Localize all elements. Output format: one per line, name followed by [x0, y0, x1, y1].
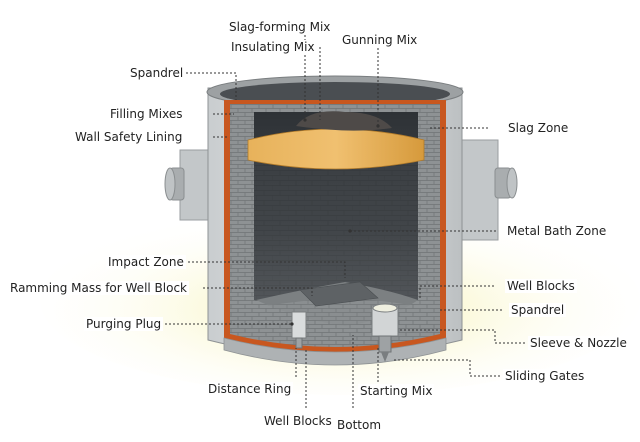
label-gunning-mix: Gunning Mix	[340, 33, 420, 47]
nozzle-icon	[371, 303, 399, 362]
label-spandrel-top: Spandrel	[128, 66, 186, 80]
label-starting-mix: Starting Mix	[358, 384, 435, 398]
label-distance-ring: Distance Ring	[206, 382, 294, 396]
trunnion-icon	[457, 139, 518, 241]
label-filling-mixes: Filling Mixes	[108, 107, 185, 121]
label-well-blocks-bottom: Well Blocks	[262, 414, 334, 428]
trunnion-icon	[164, 149, 213, 221]
label-well-blocks-right: Well Blocks	[505, 279, 577, 293]
metal-bath-bricks	[254, 160, 418, 309]
label-wall-safety-lining: Wall Safety Lining	[73, 130, 185, 144]
label-purging-plug: Purging Plug	[84, 317, 164, 331]
label-sliding-gates: Sliding Gates	[503, 369, 587, 383]
label-bottom: Bottom	[335, 418, 384, 432]
impact-pad	[299, 281, 379, 307]
label-insulating-mix: Insulating Mix	[229, 40, 317, 54]
label-slag-zone: Slag Zone	[506, 121, 571, 135]
label-slag-forming-mix: Slag-forming Mix	[227, 20, 333, 34]
label-metal-bath-zone: Metal Bath Zone	[505, 224, 609, 238]
slag-layer	[247, 128, 425, 170]
label-spandrel-right: Spandrel	[509, 303, 567, 317]
bottom-shell	[223, 337, 447, 366]
label-impact-zone: Impact Zone	[106, 255, 186, 269]
leader-lines	[165, 27, 525, 408]
label-sleeve-nozzle: Sleeve & Nozzle	[528, 336, 629, 350]
label-ramming-mass: Ramming Mass for Well Block	[8, 281, 189, 295]
